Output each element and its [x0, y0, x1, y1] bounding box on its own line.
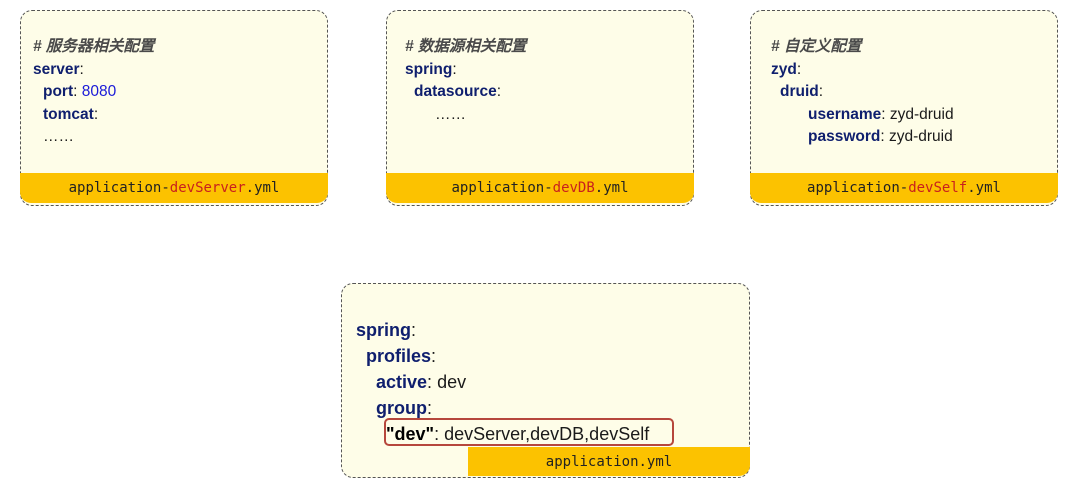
yaml-key-username: username: [808, 105, 882, 123]
config-card-devself: # 自定义配置 zyd: druid: username: zyd-druid …: [750, 10, 1058, 206]
yaml-value-password: zyd-druid: [888, 128, 953, 145]
file-name-bar: application.yml: [468, 447, 750, 476]
yaml-key-active: active: [376, 372, 428, 392]
file-name-bar: application-devSelf.yml: [750, 173, 1058, 203]
yaml-key-server: server: [33, 60, 80, 78]
file-name: application.yml: [545, 453, 673, 470]
yaml-key-profiles: profiles: [366, 346, 432, 366]
comment-text: # 数据源相关配置: [405, 38, 527, 55]
yaml-key-spring: spring: [356, 320, 412, 340]
file-name-suffix: .yml: [594, 180, 629, 196]
comment-text: # 自定义配置: [771, 38, 862, 55]
colon: :: [73, 83, 82, 100]
config-card-devdb: # 数据源相关配置 spring: datasource: …… applica…: [386, 10, 694, 206]
group-highlight-box: [384, 418, 674, 446]
colon: :: [496, 83, 502, 100]
colon: :: [452, 60, 457, 78]
colon: :: [431, 346, 437, 366]
colon: :: [427, 372, 438, 392]
yaml-key-datasource: datasource: [414, 83, 497, 100]
comment-text: # 服务器相关配置: [33, 38, 155, 55]
colon: :: [881, 105, 890, 123]
yaml-key-group: group: [376, 398, 427, 418]
colon: :: [880, 128, 889, 145]
yaml-key-zyd: zyd: [771, 60, 797, 78]
yaml-value-port: 8080: [81, 83, 117, 100]
file-name-prefix: application-: [807, 180, 909, 196]
file-name-highlight: devSelf: [908, 180, 968, 196]
yaml-key-port: port: [43, 83, 74, 100]
colon: :: [427, 398, 433, 418]
yaml-key-password: password: [808, 128, 881, 145]
file-name-prefix: application-: [451, 180, 553, 196]
colon: :: [818, 83, 824, 100]
file-name-highlight: devDB: [552, 180, 595, 196]
main-config-card: spring: profiles: active: dev group: "de…: [341, 283, 750, 478]
file-name-bar: application-devServer.yml: [20, 173, 328, 203]
file-name-highlight: devServer: [169, 180, 246, 196]
colon: :: [411, 320, 417, 340]
yaml-key-tomcat: tomcat: [43, 105, 94, 123]
colon: :: [796, 60, 802, 78]
ellipsis-text: ……: [43, 128, 74, 145]
colon: :: [93, 105, 99, 123]
ellipsis-text: ……: [435, 105, 466, 123]
yaml-key-druid: druid: [780, 83, 819, 100]
file-name-bar: application-devDB.yml: [386, 173, 694, 203]
yaml-value-username: zyd-druid: [889, 105, 954, 123]
config-card-devserver: # 服务器相关配置 server: port: 8080 tomcat: …… …: [20, 10, 328, 206]
file-name-prefix: application-: [68, 180, 170, 196]
code-block: # 服务器相关配置 server: port: 8080 tomcat: ……: [33, 36, 327, 149]
file-name-suffix: .yml: [245, 180, 280, 196]
file-name-suffix: .yml: [967, 180, 1001, 196]
code-block: # 数据源相关配置 spring: datasource: ……: [405, 36, 693, 126]
colon: :: [79, 60, 84, 78]
colon: :: [434, 424, 445, 444]
yaml-value-active: dev: [437, 372, 467, 392]
yaml-value-group-dev: devServer,devDB,devSelf: [444, 424, 650, 444]
yaml-key-group-dev: "dev": [386, 424, 435, 444]
yaml-key-spring: spring: [405, 60, 453, 78]
code-block: spring: profiles: active: dev group: "de…: [356, 317, 749, 447]
code-block: # 自定义配置 zyd: druid: username: zyd-druid …: [771, 36, 1057, 149]
